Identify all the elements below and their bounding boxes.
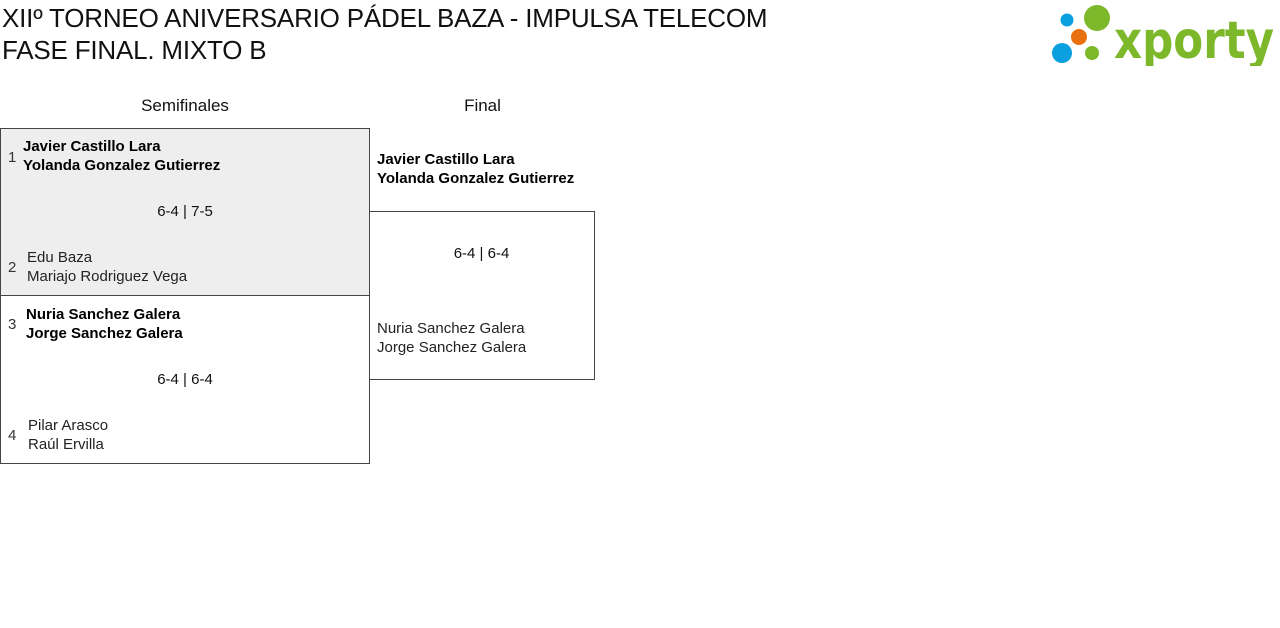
team-loser: Pilar Arasco Raúl Ervilla [28, 416, 108, 454]
player-name: Pilar Arasco [28, 417, 109, 434]
player-name: Yolanda Gonzalez Gutierrez [377, 170, 575, 187]
team-winner: Javier Castillo Lara Yolanda Gonzalez Gu… [23, 137, 220, 175]
semifinal-match-1[interactable]: 1 Javier Castillo Lara Yolanda Gonzalez … [0, 128, 370, 296]
final-match[interactable]: 6-4 | 6-4 Nuria Sanchez Galera Jorge San… [369, 211, 595, 380]
seed-number: 3 [8, 316, 17, 333]
champion-team: Javier Castillo Lara Yolanda Gonzalez Gu… [377, 150, 574, 188]
team-loser: Edu Baza Mariajo Rodriguez Vega [27, 248, 187, 286]
player-name: Javier Castillo Lara [377, 151, 515, 168]
xporty-logo: xporty [1052, 5, 1274, 66]
round-label-final: Final [464, 96, 501, 115]
player-name: Raúl Ervilla [28, 436, 104, 453]
runner-up-team: Nuria Sanchez Galera Jorge Sanchez Galer… [377, 319, 526, 357]
player-name: Yolanda Gonzalez Gutierrez [23, 157, 221, 174]
player-name: Nuria Sanchez Galera [26, 306, 181, 323]
team-winner: Nuria Sanchez Galera Jorge Sanchez Galer… [26, 305, 183, 343]
round-label-semifinals: Semifinales [141, 96, 229, 115]
seed-number: 4 [8, 427, 17, 444]
player-name: Javier Castillo Lara [23, 138, 161, 155]
player-name: Mariajo Rodriguez Vega [27, 268, 188, 285]
match-score: 6-4 | 7-5 [157, 203, 213, 220]
seed-number: 2 [8, 259, 17, 276]
semifinal-match-2[interactable]: 3 Nuria Sanchez Galera Jorge Sanchez Gal… [0, 295, 370, 464]
match-score: 6-4 | 6-4 [453, 245, 510, 262]
page-title: XIIº TORNEO ANIVERSARIO PÁDEL BAZA - IMP… [2, 3, 768, 33]
player-name: Nuria Sanchez Galera [377, 320, 525, 337]
player-name: Jorge Sanchez Galera [377, 339, 527, 356]
player-name: Edu Baza [27, 249, 93, 266]
player-name: Jorge Sanchez Galera [26, 325, 183, 342]
match-score: 6-4 | 6-4 [157, 371, 213, 388]
page-subtitle: FASE FINAL. MIXTO B [2, 35, 267, 65]
seed-number: 1 [8, 149, 17, 166]
svg-text:xporty: xporty [1114, 11, 1274, 66]
